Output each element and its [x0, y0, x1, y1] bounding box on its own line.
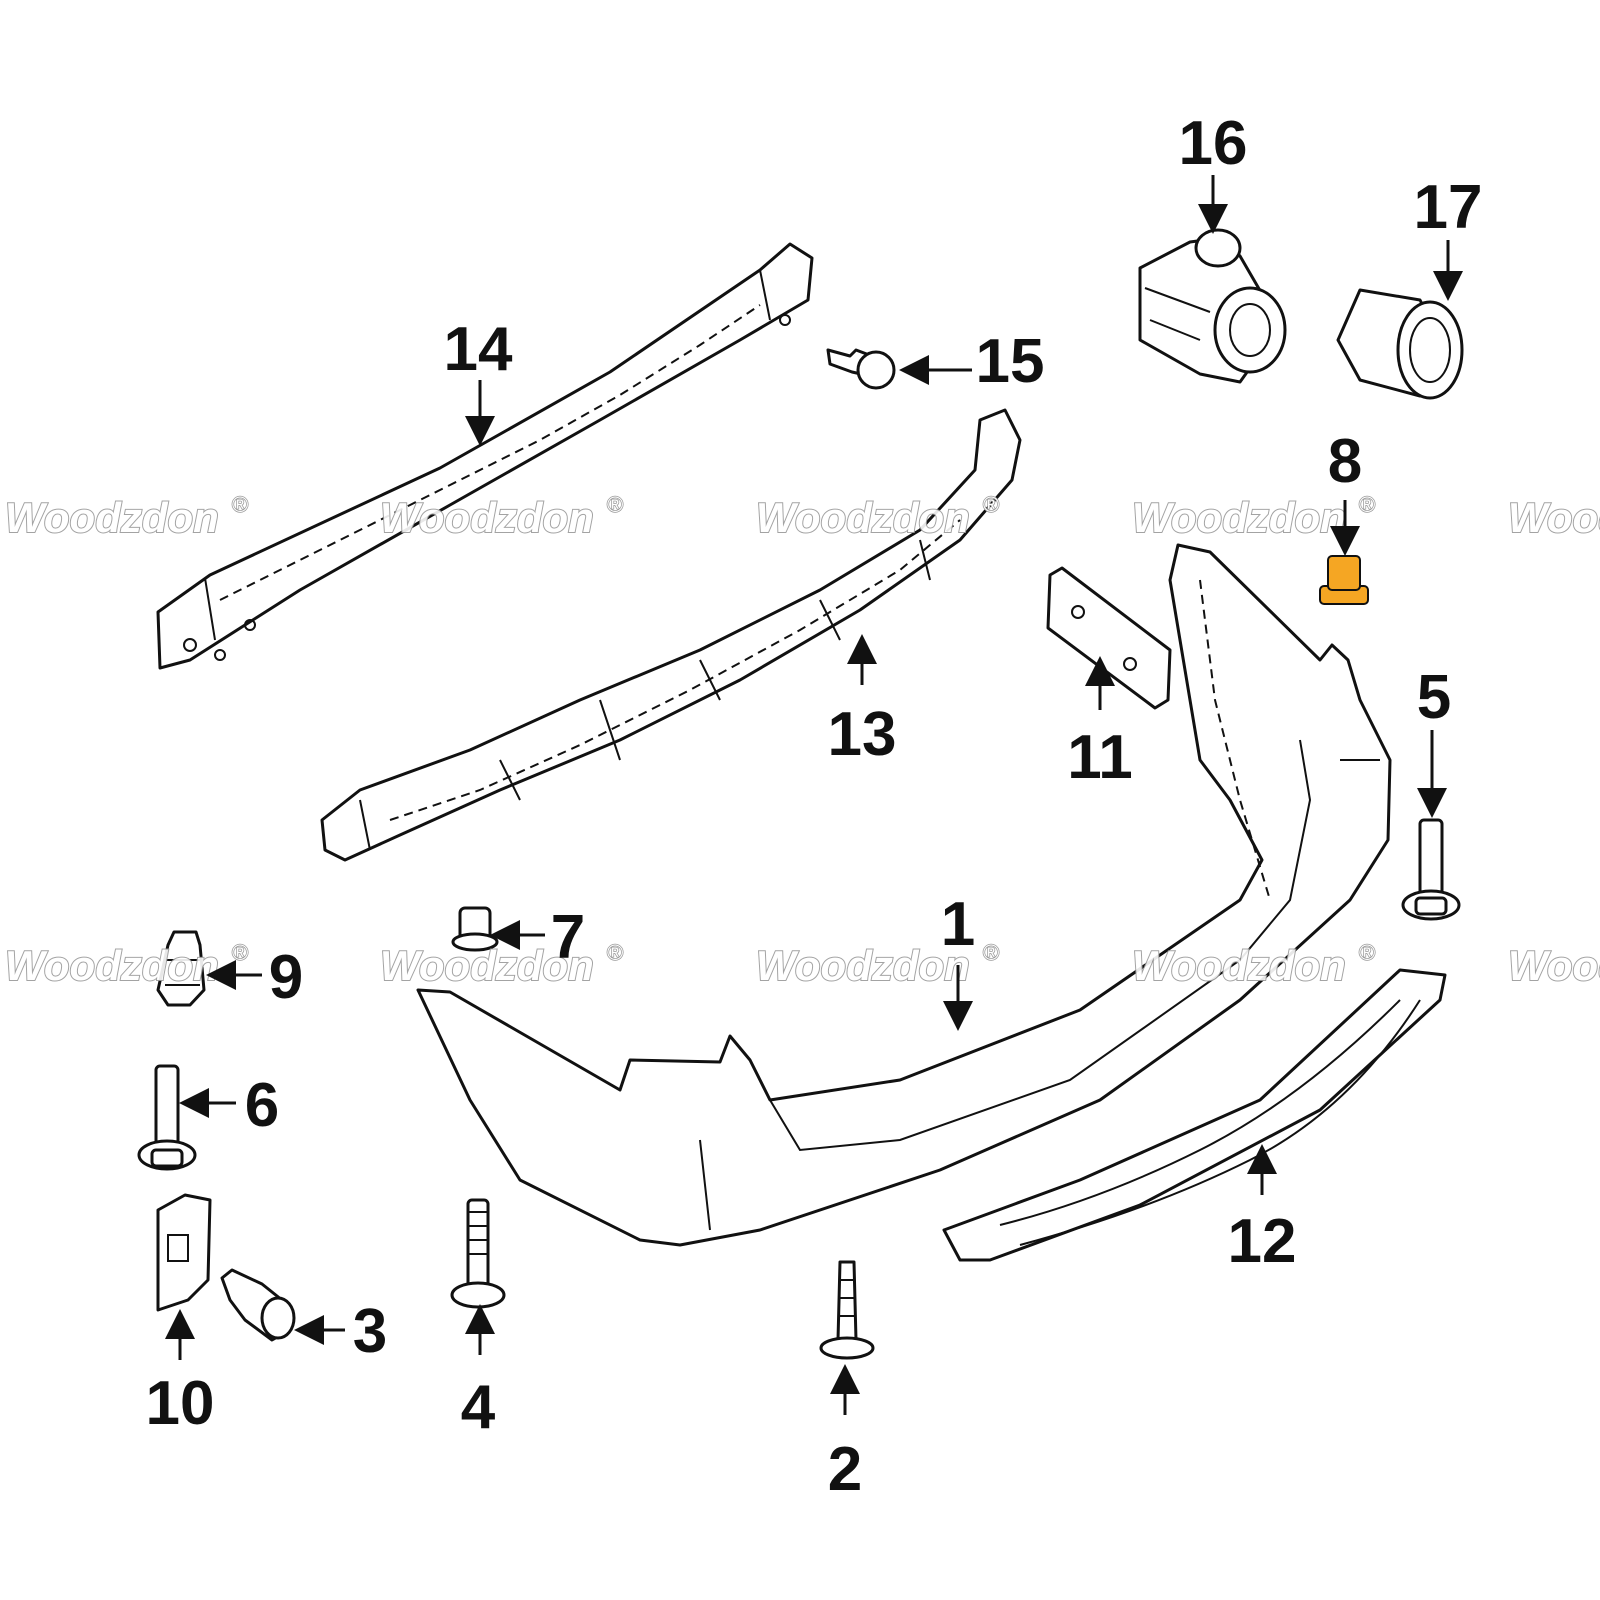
callout-labels: 1 2 3 4 5 6 7 8 9 10 11 12 13 14 15 16 1…: [146, 109, 1483, 1504]
leader-lines: [165, 175, 1463, 1415]
push-pin: [220, 1268, 296, 1342]
callout-1: 1: [941, 890, 975, 959]
push-retainer: [156, 930, 206, 1007]
callout-2: 2: [828, 1435, 862, 1504]
bolt-15: [826, 348, 896, 390]
callout-6: 6: [245, 1071, 279, 1140]
callout-7: 7: [551, 903, 585, 972]
callout-15: 15: [976, 327, 1045, 396]
watermark: Woodzdon: [1132, 942, 1346, 989]
highlighted-nut: [1319, 555, 1369, 605]
bracket-plate: [156, 1193, 212, 1312]
watermark-row-bottom: Woodzdon ® Woodzdon ® Woodzdon ® Woodzdo…: [4, 939, 1600, 990]
parking-sensor: [1138, 228, 1287, 384]
callout-11: 11: [1067, 723, 1133, 792]
callout-13: 13: [828, 700, 897, 769]
callout-9: 9: [269, 943, 303, 1012]
callout-4: 4: [461, 1373, 496, 1442]
watermark-mark: ®: [983, 492, 999, 517]
energy-absorber: [320, 408, 1022, 862]
watermark-mark: ®: [232, 940, 248, 965]
watermark-mark: ®: [1359, 940, 1375, 965]
bolt-5: [1401, 818, 1461, 921]
watermark: Woodzdon: [756, 494, 970, 541]
callout-5: 5: [1417, 663, 1451, 732]
bumper-bracket: [1046, 566, 1172, 710]
screw-2: [819, 1260, 875, 1360]
watermark: Woodzdon: [380, 494, 594, 541]
watermark: Woodzdon: [756, 942, 970, 989]
watermark: Woodzdon: [1508, 494, 1600, 541]
watermark: Woodzdon: [1508, 942, 1600, 989]
callout-14: 14: [444, 315, 513, 384]
watermark: Woodzdon: [1132, 494, 1346, 541]
callout-16: 16: [1179, 109, 1248, 178]
callout-10: 10: [146, 1369, 215, 1438]
watermark-mark: ®: [607, 940, 623, 965]
callout-17: 17: [1414, 173, 1483, 242]
callout-12: 12: [1228, 1207, 1297, 1276]
watermark-mark: ®: [607, 492, 623, 517]
bolt-6: [137, 1064, 197, 1171]
clip-7: [451, 906, 499, 952]
watermark-mark: ®: [1359, 492, 1375, 517]
watermark-mark: ®: [983, 940, 999, 965]
callout-3: 3: [353, 1297, 387, 1366]
sensor-retainer: [1336, 288, 1464, 400]
bolt-4: [450, 1198, 506, 1309]
watermark: Woodzdon: [380, 942, 594, 989]
watermark-mark: ®: [232, 492, 248, 517]
watermark: Woodzdon: [5, 942, 219, 989]
watermark-row-top: Woodzdon ® Woodzdon ® Woodzdon ® Woodzdo…: [4, 491, 1600, 542]
callout-8: 8: [1328, 427, 1362, 496]
bumper-cover: [416, 543, 1392, 1247]
watermark: Woodzdon: [5, 494, 219, 541]
reinforcement-beam: [156, 242, 814, 670]
